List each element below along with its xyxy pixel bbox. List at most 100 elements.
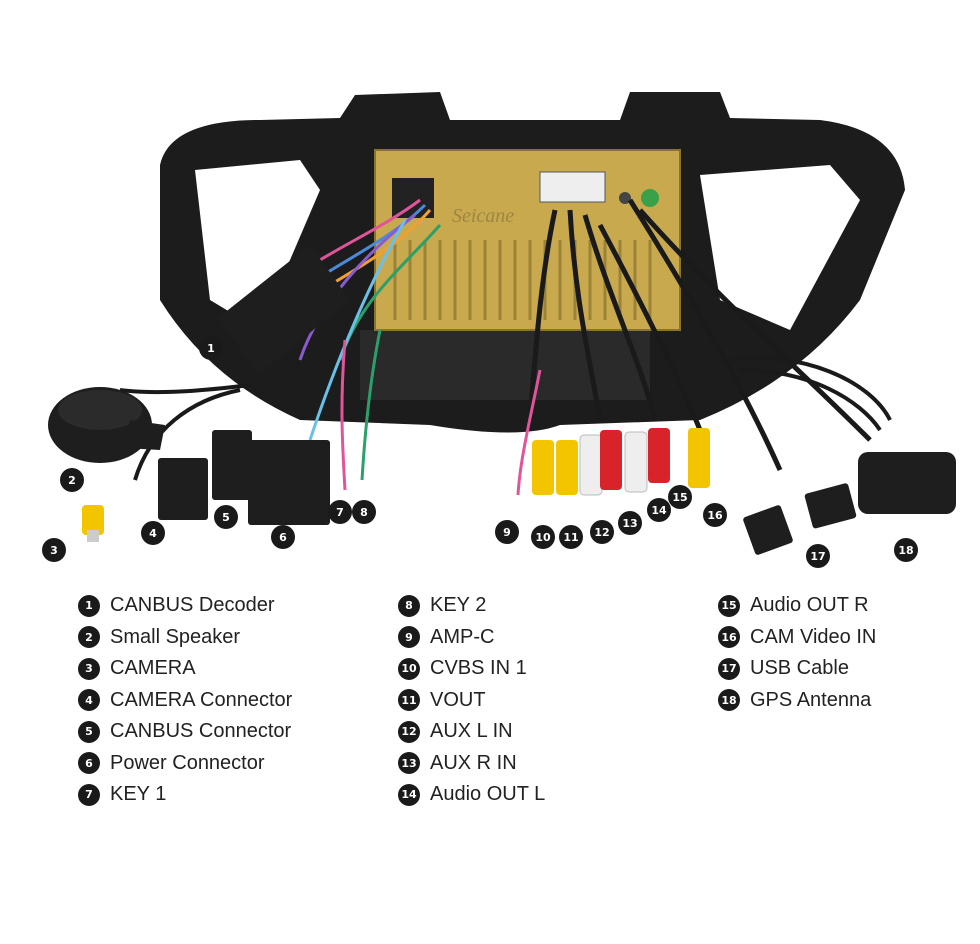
legend-label: Audio OUT L bbox=[430, 783, 546, 806]
marker-1: 1 bbox=[199, 336, 223, 360]
rca-plug-cvbs-in-1 bbox=[532, 440, 554, 495]
marker-2: 2 bbox=[60, 468, 84, 492]
wiring-diagram: Seicane bbox=[42, 92, 956, 568]
marker-9: 9 bbox=[495, 520, 519, 544]
gps-antenna bbox=[858, 452, 956, 514]
legend-number: 8 bbox=[398, 594, 420, 617]
rca-plug-aux-l-in bbox=[579, 434, 603, 496]
svg-text:8: 8 bbox=[360, 506, 368, 519]
legend-label: CAMERA Connector bbox=[110, 688, 293, 711]
camera-connector bbox=[158, 458, 208, 520]
marker-8: 8 bbox=[352, 500, 376, 524]
svg-text:18: 18 bbox=[898, 544, 913, 557]
legend-label: AUX L IN bbox=[430, 720, 513, 743]
legend-item: 1 CANBUS Decoder bbox=[78, 590, 292, 622]
rca-plug-aux-r-in bbox=[600, 430, 622, 490]
rca-plug-audio-out-r bbox=[648, 428, 670, 483]
head-unit-chassis: Seicane bbox=[374, 149, 681, 331]
svg-text:7: 7 bbox=[336, 506, 344, 519]
marker-3: 3 bbox=[42, 538, 66, 562]
legend-item: 3 CAMERA bbox=[78, 653, 292, 685]
legend-label: Power Connector bbox=[110, 751, 265, 774]
legend-number: 4 bbox=[78, 689, 100, 712]
legend-label: CANBUS Decoder bbox=[110, 594, 275, 617]
brand-watermark: Seicane bbox=[452, 205, 514, 227]
marker-6: 6 bbox=[271, 525, 295, 549]
legend-label: CVBS IN 1 bbox=[430, 657, 527, 680]
marker-4: 4 bbox=[141, 521, 165, 545]
legend-item: 17 USB Cable bbox=[718, 653, 876, 685]
svg-text:5: 5 bbox=[222, 511, 230, 524]
legend-number: 10 bbox=[398, 657, 420, 680]
svg-text:2: 2 bbox=[68, 474, 76, 487]
legend-number: 9 bbox=[398, 626, 420, 649]
svg-text:15: 15 bbox=[672, 491, 687, 504]
svg-text:4: 4 bbox=[149, 527, 157, 540]
legend-number: 7 bbox=[78, 783, 100, 806]
svg-text:14: 14 bbox=[651, 504, 667, 517]
legend-item: 4 CAMERA Connector bbox=[78, 685, 292, 717]
legend-number: 3 bbox=[78, 657, 100, 680]
rca-plug-cam-video-in bbox=[688, 428, 710, 488]
marker-11: 11 bbox=[559, 525, 583, 549]
legend: 1 CANBUS Decoder 2 Small Speaker 3 CAMERA 4… bbox=[0, 590, 980, 820]
legend-number: 18 bbox=[718, 689, 740, 712]
small-speaker bbox=[48, 387, 165, 463]
legend-number: 17 bbox=[718, 657, 740, 680]
legend-number: 5 bbox=[78, 720, 100, 743]
legend-item: 12 AUX L IN bbox=[398, 716, 545, 748]
marker-7: 7 bbox=[328, 500, 352, 524]
rca-plug-vout bbox=[556, 440, 578, 495]
legend-item: 2 Small Speaker bbox=[78, 622, 292, 654]
svg-text:9: 9 bbox=[503, 526, 511, 539]
usb-cable-plugs bbox=[743, 483, 857, 555]
legend-label: GPS Antenna bbox=[750, 688, 872, 711]
rca-plug-audio-out-l bbox=[624, 431, 648, 493]
legend-label: Audio OUT R bbox=[750, 594, 869, 617]
legend-number: 1 bbox=[78, 594, 100, 617]
legend-label: VOUT bbox=[430, 688, 486, 711]
number-markers: 1 2 3 4 5 6 7 8 9 10 11 12 13 14 15 16 1… bbox=[42, 336, 918, 568]
svg-text:12: 12 bbox=[594, 526, 609, 539]
legend-item: 11 VOUT bbox=[398, 685, 545, 717]
power-connector bbox=[248, 440, 330, 525]
legend-number: 11 bbox=[398, 689, 420, 712]
canbus-connector bbox=[212, 430, 252, 500]
legend-label: CAM Video IN bbox=[750, 625, 877, 648]
svg-text:6: 6 bbox=[279, 531, 287, 544]
legend-number: 15 bbox=[718, 594, 740, 617]
svg-text:17: 17 bbox=[810, 550, 825, 563]
legend-item: 18 GPS Antenna bbox=[718, 685, 876, 717]
legend-label: USB Cable bbox=[750, 657, 849, 680]
svg-text:10: 10 bbox=[535, 531, 551, 544]
marker-12: 12 bbox=[590, 520, 614, 544]
legend-item: 8 KEY 2 bbox=[398, 590, 545, 622]
marker-18: 18 bbox=[894, 538, 918, 562]
legend-item: 15 Audio OUT R bbox=[718, 590, 876, 622]
legend-number: 6 bbox=[78, 752, 100, 775]
legend-label: Small Speaker bbox=[110, 625, 241, 648]
marker-13: 13 bbox=[618, 511, 642, 535]
legend-label: AUX R IN bbox=[430, 751, 517, 774]
svg-text:13: 13 bbox=[622, 517, 637, 530]
marker-10: 10 bbox=[531, 525, 555, 549]
legend-label: KEY 2 bbox=[430, 594, 487, 617]
camera-connector-rca bbox=[82, 505, 104, 542]
legend-number: 12 bbox=[398, 720, 420, 743]
legend-label: AMP-C bbox=[430, 625, 495, 648]
legend-column-2: 8 KEY 2 9 AMP-C 10 CVBS IN 1 11 VOUT 12 AUX L… bbox=[398, 590, 545, 811]
marker-17: 17 bbox=[806, 544, 830, 568]
svg-text:11: 11 bbox=[563, 531, 578, 544]
legend-label: CAMERA bbox=[110, 657, 196, 680]
legend-number: 2 bbox=[78, 626, 100, 649]
marker-5: 5 bbox=[214, 505, 238, 529]
canbus-decoder bbox=[218, 245, 350, 375]
marker-14: 14 bbox=[647, 498, 671, 522]
svg-text:1: 1 bbox=[207, 342, 215, 355]
